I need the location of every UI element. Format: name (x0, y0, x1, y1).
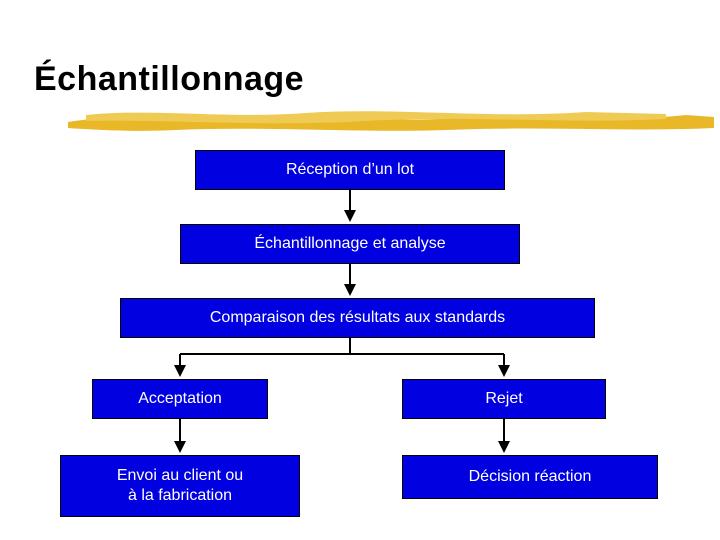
flow-node-acceptation[interactable]: Acceptation (92, 379, 268, 419)
flow-node-reception[interactable]: Réception d’un lot (195, 150, 505, 190)
flow-node-comparaison-label: Comparaison des résultats aux standards (209, 309, 506, 326)
flow-node-acceptation-label: Acceptation (138, 390, 222, 407)
flow-node-decision-label: Décision réaction (468, 468, 592, 485)
flow-node-rejet[interactable]: Rejet (402, 379, 606, 419)
flow-node-echantillonnage-label: Échantillonnage et analyse (254, 235, 446, 252)
flow-node-reception-label: Réception d’un lot (285, 161, 415, 178)
flow-node-rejet-label: Rejet (485, 390, 523, 407)
flow-node-envoi-label-line1: Envoi au client ou (116, 467, 244, 484)
flow-node-comparaison[interactable]: Comparaison des résultats aux standards (120, 298, 595, 338)
flow-node-echantillonnage[interactable]: Échantillonnage et analyse (180, 224, 520, 264)
yellow-brush-underline (68, 111, 714, 131)
flow-node-envoi-label-line2: à la fabrication (127, 487, 233, 504)
flow-node-envoi[interactable]: Envoi au client ou à la fabrication (60, 455, 300, 517)
page-title: Échantillonnage (34, 60, 305, 98)
flow-node-decision[interactable]: Décision réaction (402, 455, 658, 499)
